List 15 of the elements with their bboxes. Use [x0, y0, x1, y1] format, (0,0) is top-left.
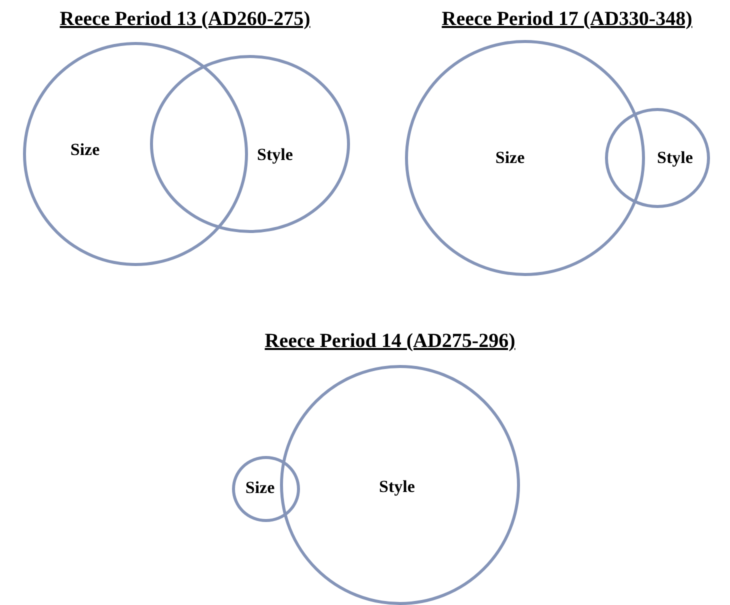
set-label: Style — [379, 477, 415, 497]
set-label: Style — [257, 145, 293, 165]
set-label: Size — [495, 148, 525, 168]
venn-circle — [280, 365, 520, 605]
set-label: Style — [657, 148, 693, 168]
venn-circle — [150, 55, 350, 233]
set-label: Size — [70, 140, 100, 160]
venn-circle — [405, 40, 645, 276]
venn-circle — [232, 456, 300, 522]
venn-circle — [605, 108, 710, 208]
diagram-heading: Reece Period 13 (AD260-275) — [60, 8, 310, 31]
venn-circle — [23, 42, 248, 266]
diagram-heading: Reece Period 17 (AD330-348) — [442, 8, 692, 31]
set-label: Size — [245, 478, 275, 498]
diagram-heading: Reece Period 14 (AD275-296) — [264, 330, 516, 353]
